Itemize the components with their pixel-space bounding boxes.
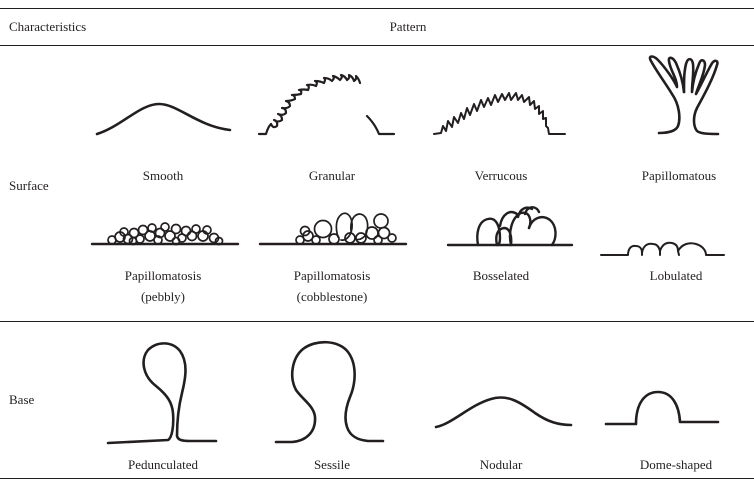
- nodular-icon: [434, 396, 573, 429]
- pattern-label-bosselated: Bosselated: [472, 268, 530, 283]
- pattern-label-cobblestone: Papillomatosis (cobblestone): [272, 268, 392, 305]
- pattern-label-lobulated: Lobulated: [649, 268, 703, 283]
- pattern-label-pebbly-line1: Papillomatosis: [124, 268, 202, 283]
- surface-row-label: Surface: [9, 178, 49, 193]
- cobblestone-icon: [258, 212, 408, 246]
- papillomatous-icon: [648, 55, 720, 136]
- pattern-label-nodular: Nodular: [479, 457, 523, 472]
- pattern-label-granular: Granular: [308, 168, 356, 183]
- pattern-label-sessile: Sessile: [313, 457, 351, 472]
- pattern-label-pedunculated: Pedunculated: [127, 457, 199, 472]
- pattern-label-verrucous: Verrucous: [474, 168, 528, 183]
- sessile-icon: [274, 340, 385, 444]
- pattern-label-pebbly: Papillomatosis (pebbly): [103, 268, 223, 305]
- surface-base-divider: [0, 321, 754, 322]
- pattern-label-pebbly-line2: (pebbly): [140, 289, 186, 304]
- verrucous-curve-icon: [433, 92, 566, 135]
- pattern-header: Pattern: [389, 19, 427, 34]
- base-row-label: Base: [9, 392, 35, 407]
- pattern-label-smooth: Smooth: [142, 168, 184, 183]
- pedunculated-icon: [106, 342, 218, 445]
- smooth-curve-icon: [95, 102, 232, 136]
- table-top-rule: [0, 8, 754, 9]
- table-bottom-rule: [0, 478, 754, 479]
- pattern-label-dome-shaped: Dome-shaped: [639, 457, 713, 472]
- header-bottom-rule: [0, 45, 754, 46]
- lobulated-icon: [600, 241, 725, 256]
- pebbly-icon: [90, 222, 240, 246]
- pattern-label-cobblestone-line1: Papillomatosis: [293, 268, 371, 283]
- dome-shaped-icon: [604, 390, 720, 426]
- granular-curve-icon: [257, 73, 396, 136]
- bosselated-icon: [446, 206, 574, 247]
- pattern-label-papillomatous: Papillomatous: [641, 168, 717, 183]
- pattern-label-cobblestone-line2: (cobblestone): [296, 289, 368, 304]
- characteristics-header: Characteristics: [9, 19, 87, 34]
